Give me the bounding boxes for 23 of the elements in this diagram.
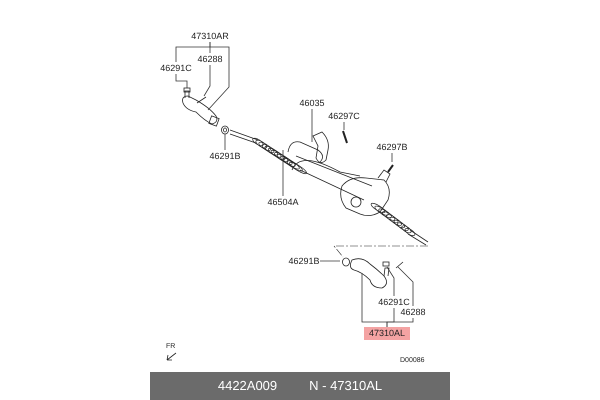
callout-number: 46504A (267, 196, 299, 208)
leader-line (224, 134, 226, 150)
part-number: 4422A009 (218, 377, 278, 396)
callout-number: 46288 (196, 53, 224, 65)
leader-line (320, 260, 340, 262)
leader-line (282, 150, 284, 196)
callout-number: 46297B (376, 141, 408, 153)
leader-line (204, 64, 210, 96)
callout-number: 46291C (160, 62, 192, 74)
highlighted-part-number: 47310AL (364, 327, 410, 340)
leader-line (176, 74, 188, 88)
part-number: N - 47310AL (309, 377, 382, 396)
callout-number: 47310AR (190, 30, 230, 42)
leader-line (362, 272, 388, 328)
callout-number: 46297C (328, 110, 360, 122)
callout-number: 46291C (378, 296, 410, 308)
callout-number: 46291B (209, 150, 241, 162)
leader-line (208, 42, 230, 110)
leader-line (398, 266, 414, 306)
callout-number: 46288 (399, 306, 427, 318)
leader-line (386, 266, 394, 296)
callout-number: 46291B (288, 255, 320, 267)
callout-number: 46035 (298, 97, 326, 109)
